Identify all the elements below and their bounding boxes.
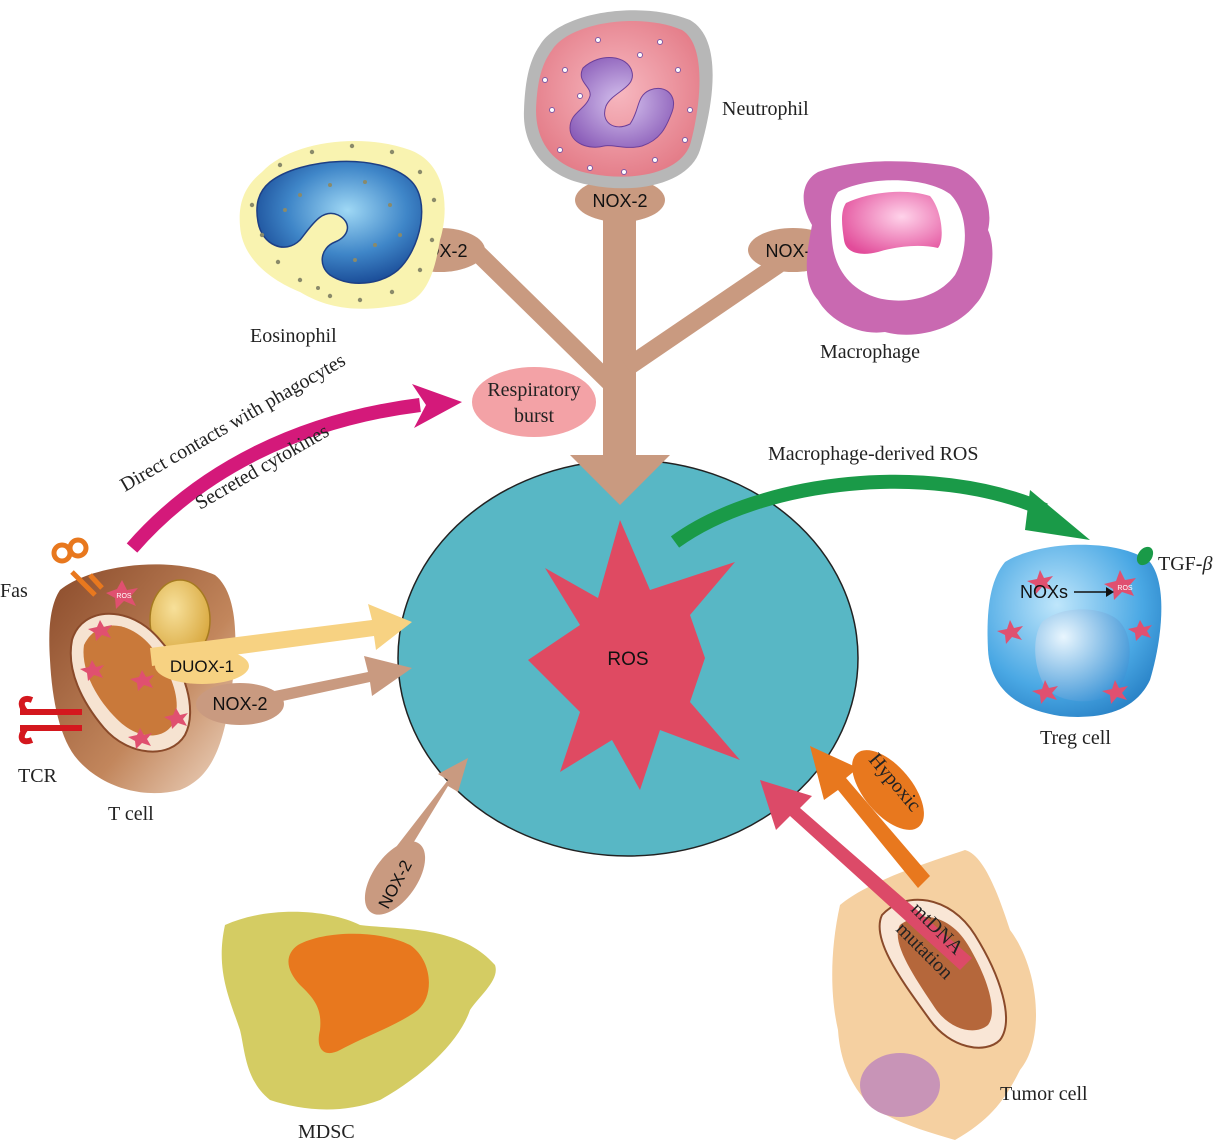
fas-label: Fas bbox=[0, 580, 28, 602]
beta-text: β bbox=[1201, 553, 1212, 575]
respiratory-burst-label-2: burst bbox=[514, 405, 554, 427]
t-cell-label: T cell bbox=[108, 803, 154, 825]
eosinophil-cell bbox=[240, 141, 445, 309]
macrophage-label: Macrophage bbox=[820, 341, 920, 363]
t-cell-ros-small-label: ROS bbox=[116, 593, 132, 600]
respiratory-burst-label-1: Respiratory bbox=[487, 379, 580, 401]
nox2-label-neutrophil: NOX-2 bbox=[592, 191, 647, 211]
respiratory-burst-arrow bbox=[132, 405, 420, 548]
treg-cell: NOXs ROS bbox=[988, 544, 1162, 717]
macrophage-derived-ros-label: Macrophage-derived ROS bbox=[768, 443, 979, 465]
tcr-label: TCR bbox=[18, 765, 58, 787]
treg-ros-small-label: ROS bbox=[1117, 585, 1133, 592]
tgf-text: TGF- bbox=[1158, 553, 1202, 575]
neutrophil-cytoplasm bbox=[536, 21, 700, 177]
center-ros-label: ROS bbox=[607, 649, 648, 670]
neutrophil-cell bbox=[524, 10, 713, 188]
tumor-nucleus bbox=[860, 1053, 940, 1117]
treg-label: Treg cell bbox=[1040, 727, 1111, 749]
tumor-label: Tumor cell bbox=[1000, 1083, 1088, 1105]
eosinophil-label: Eosinophil bbox=[250, 325, 337, 347]
tgf-beta-label: TGF-β bbox=[1158, 553, 1212, 575]
macrophage-cell bbox=[804, 161, 993, 335]
treg-noxs-label: NOXs bbox=[1020, 582, 1068, 602]
macrophage-nucleus bbox=[842, 192, 942, 254]
right-branch-arrow bbox=[622, 258, 786, 375]
neutrophil-label: Neutrophil bbox=[722, 98, 809, 120]
mdsc-cell bbox=[222, 912, 496, 1110]
nox2-label-tcell: NOX-2 bbox=[212, 694, 267, 714]
duox1-label: DUOX-1 bbox=[170, 657, 234, 676]
mdsc-label: MDSC bbox=[298, 1121, 355, 1143]
phagocyte-nox-tree bbox=[460, 218, 786, 505]
macrophage-ros-arrowhead bbox=[1025, 490, 1090, 540]
